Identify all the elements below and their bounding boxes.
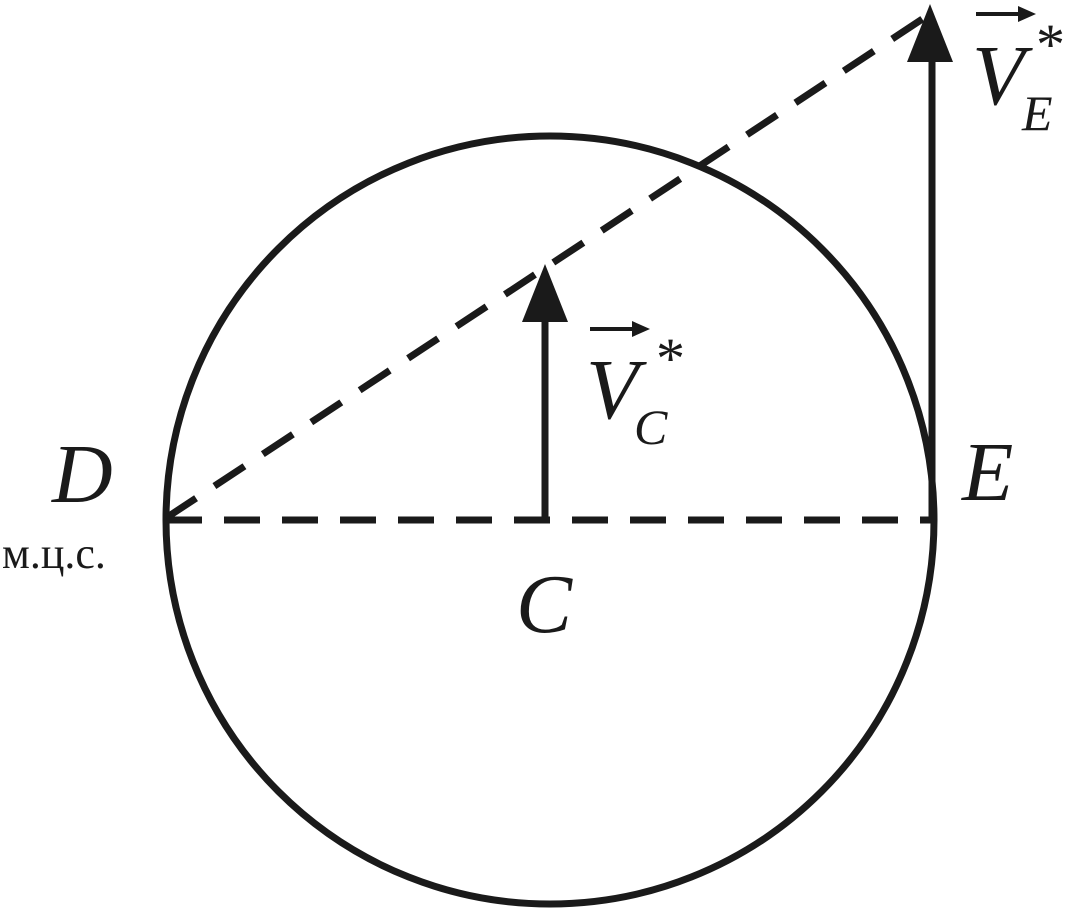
ve-label-star: *	[1036, 12, 1065, 77]
vc-label-main: V	[586, 341, 647, 437]
ve-label-main: V	[972, 27, 1033, 123]
label-point-d: D	[51, 428, 113, 521]
velocity-distribution-dashed-line	[164, 11, 932, 521]
label-icr-note: м.ц.с.	[2, 529, 106, 578]
label-point-e: E	[961, 426, 1013, 519]
ve-vector-label: V * E	[972, 6, 1065, 141]
vc-vector-label: V * C	[586, 321, 685, 455]
ve-arrow-head	[907, 4, 953, 62]
vc-label-star: *	[656, 326, 685, 391]
vc-label-overarrow-head	[632, 321, 650, 337]
label-point-c: C	[516, 558, 573, 651]
vc-label-subscript: C	[634, 399, 668, 455]
vc-arrow-head	[522, 264, 568, 322]
ve-label-subscript: E	[1021, 85, 1053, 141]
ve-label-overarrow-head	[1018, 6, 1036, 22]
